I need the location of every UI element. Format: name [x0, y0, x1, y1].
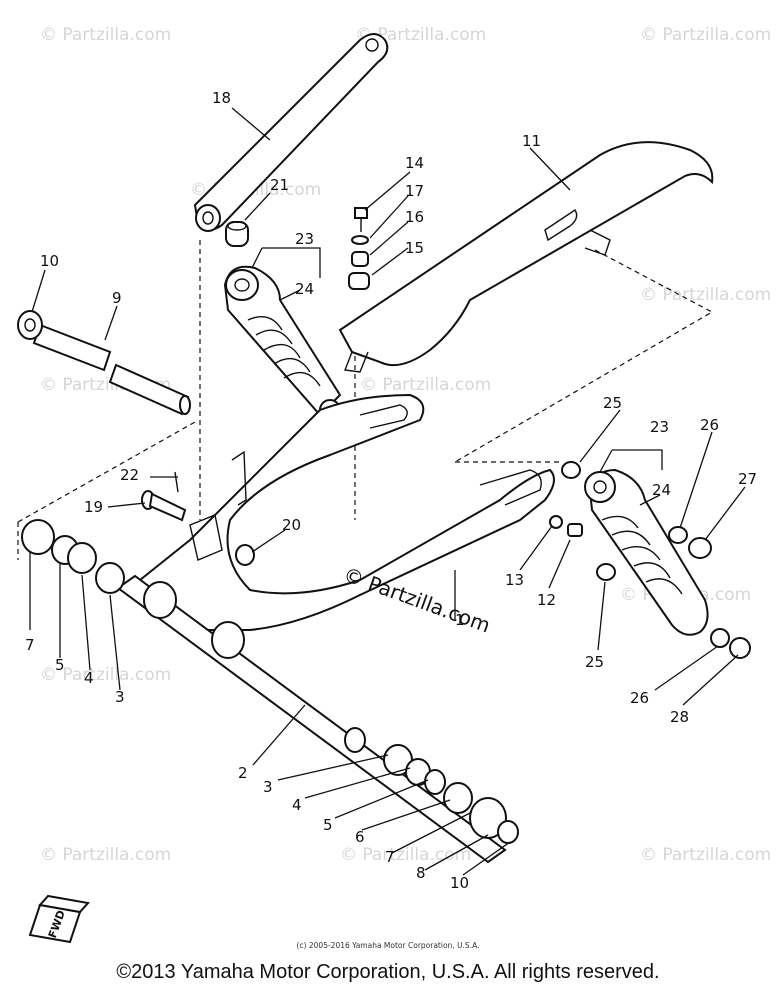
watermark: © Partzilla.com [40, 25, 171, 45]
diagram-watermark: © Partzilla.com [340, 562, 493, 637]
callout-24: 24 [295, 280, 314, 298]
callout-19: 19 [84, 498, 103, 516]
bolt-stack-parts-14-17 [348, 207, 370, 290]
callout-28: 28 [670, 708, 689, 726]
callout-7: 7 [25, 636, 35, 654]
bolt-part-19 [141, 490, 187, 522]
callout-27: 27 [738, 470, 757, 488]
callout-3: 3 [115, 688, 125, 706]
callout-21: 21 [270, 176, 289, 194]
callout-3: 3 [263, 778, 273, 796]
callout-11: 11 [522, 132, 541, 150]
callout-23: 23 [650, 418, 669, 436]
callout-16: 16 [405, 208, 424, 226]
callout-23: 23 [295, 230, 314, 248]
washers-and-nuts [549, 461, 751, 659]
watermark: © Partzilla.com [340, 845, 471, 865]
callout-10: 10 [450, 874, 469, 892]
callout-9: 9 [112, 289, 122, 307]
callout-5: 5 [55, 656, 65, 674]
rear-shock-left-part-24 [223, 265, 342, 421]
forward-direction-marker: FWD [28, 894, 90, 944]
rear-shock-right-part-24 [584, 468, 709, 636]
swingarm-part-1 [138, 393, 555, 631]
chain-case-part-11 [338, 141, 714, 373]
callout-17: 17 [405, 182, 424, 200]
callout-2: 2 [238, 764, 248, 782]
callout-22: 22 [120, 466, 139, 484]
copyright-main: ©2013 Yamaha Motor Corporation, U.S.A. A… [116, 961, 659, 983]
callout-labels: 1 2 3 3 4 4 5 5 6 7 7 8 9 10 10 11 12 13… [25, 89, 757, 892]
watermark: © Partzilla.com [640, 285, 771, 305]
callout-10: 10 [40, 252, 59, 270]
callout-15: 15 [405, 239, 424, 257]
callout-14: 14 [405, 154, 424, 172]
callout-24: 24 [652, 481, 671, 499]
leader-lines [29, 107, 746, 876]
callout-25: 25 [585, 653, 604, 671]
left-bushing-stack [21, 519, 125, 594]
callout-12: 12 [537, 591, 556, 609]
pivot-shaft-part-9 [32, 323, 191, 416]
callout-13: 13 [505, 571, 524, 589]
callout-26: 26 [700, 416, 719, 434]
callout-6: 6 [355, 828, 365, 846]
cotter-pin-part-22 [174, 471, 179, 493]
watermark: © Partzilla.com [640, 845, 771, 865]
watermark: © Partzilla.com [640, 25, 771, 45]
pivot-axle-part-2 [116, 574, 507, 864]
callout-8: 8 [416, 864, 426, 882]
callout-4: 4 [84, 669, 94, 687]
callout-5: 5 [323, 816, 333, 834]
callout-25: 25 [603, 394, 622, 412]
watermark: © Partzilla.com [355, 25, 486, 45]
torque-link-part-18 [193, 33, 389, 232]
watermark: © Partzilla.com [40, 845, 171, 865]
callout-1: 1 [455, 611, 465, 629]
copyright-small: (c) 2005-2016 Yamaha Motor Corporation, … [297, 941, 480, 950]
callout-4: 4 [292, 796, 302, 814]
callout-26: 26 [630, 689, 649, 707]
callout-20: 20 [282, 516, 301, 534]
cap-part-10 [17, 310, 43, 340]
callout-18: 18 [212, 89, 231, 107]
watermark: © Partzilla.com [360, 375, 491, 395]
callout-7: 7 [385, 848, 395, 866]
collar-part-21 [225, 221, 249, 247]
watermark: © Partzilla.com [40, 665, 171, 685]
